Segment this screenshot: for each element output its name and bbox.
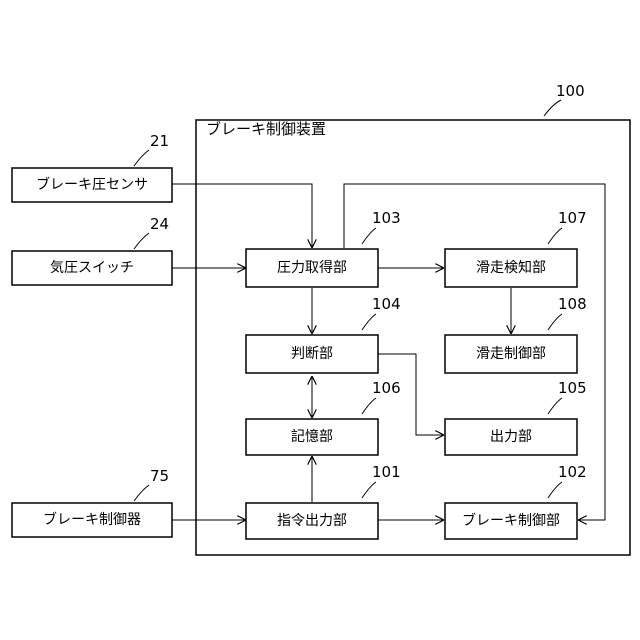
slip-detection-ref: 107 (558, 209, 587, 227)
judgment-ref: 104 (372, 295, 401, 313)
slip-control-label: 滑走制御部 (476, 345, 546, 362)
unit-pressure-acquisition: 圧力取得部 103 (246, 209, 401, 287)
unit-slip-detection: 滑走検知部 107 (445, 209, 587, 287)
unit-judgment: 判断部 104 (246, 295, 401, 373)
judgment-label: 判断部 (291, 346, 333, 362)
air-pressure-switch-label: 気圧スイッチ (50, 260, 134, 276)
output-label: 出力部 (490, 429, 532, 445)
brake-controller-ref: 75 (150, 467, 169, 485)
device-title: ブレーキ制御装置 (206, 120, 326, 138)
brake-pressure-sensor-ref: 21 (150, 132, 169, 150)
unit-storage: 記憶部 106 (246, 379, 401, 455)
external-block-brake-controller: ブレーキ制御器 75 (12, 467, 172, 537)
external-block-brake-pressure-sensor: ブレーキ圧センサ 21 (12, 132, 172, 202)
storage-label: 記憶部 (291, 428, 333, 445)
command-output-label: 指令出力部 (277, 513, 347, 529)
unit-slip-control: 滑走制御部 108 (445, 295, 587, 373)
slip-control-ref: 108 (558, 295, 587, 313)
output-ref: 105 (558, 379, 587, 397)
device-ref-leader (544, 100, 561, 116)
pressure-acquisition-ref: 103 (372, 209, 401, 227)
command-output-ref: 101 (372, 463, 401, 481)
external-block-air-pressure-switch: 気圧スイッチ 24 (12, 215, 172, 285)
device-ref: 100 (556, 82, 585, 100)
storage-ref: 106 (372, 379, 401, 397)
brake-control-ref: 102 (558, 463, 587, 481)
arrow-sensor-to-pressure (172, 184, 312, 248)
brake-pressure-sensor-label: ブレーキ圧センサ (36, 176, 148, 193)
air-pressure-switch-ref: 24 (150, 215, 169, 233)
unit-output: 出力部 105 (445, 379, 587, 455)
brake-control-label: ブレーキ制御部 (462, 512, 560, 529)
pressure-acquisition-label: 圧力取得部 (277, 259, 347, 276)
slip-detection-label: 滑走検知部 (476, 259, 546, 276)
brake-controller-label: ブレーキ制御器 (43, 511, 141, 528)
unit-command-output: 指令出力部 101 (246, 463, 401, 539)
unit-brake-control: ブレーキ制御部 102 (445, 463, 587, 539)
